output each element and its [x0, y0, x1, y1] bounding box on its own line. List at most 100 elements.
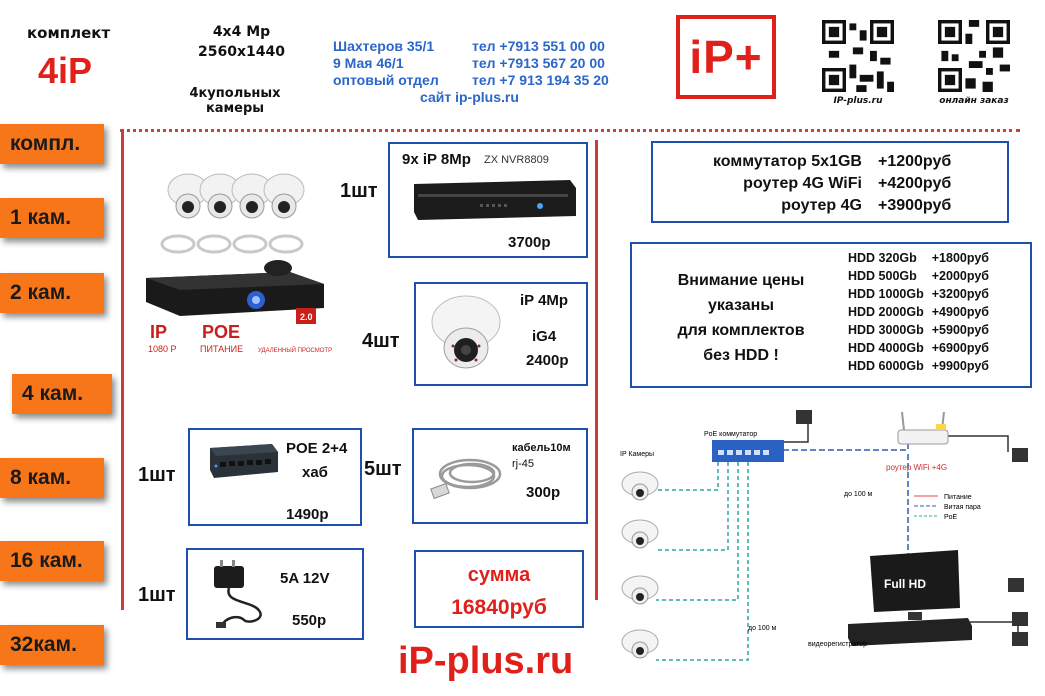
diagram-router — [897, 411, 949, 445]
phone-3[interactable]: тел +7 913 194 35 20 — [472, 72, 609, 88]
extras-price: +4200руб — [877, 175, 952, 192]
phone-1[interactable]: тел +7913 551 00 00 — [472, 38, 605, 54]
extras-name: коммутатор 5x1GB — [713, 153, 862, 170]
hdd-row[interactable]: HDD 4000Gb +6900руб — [844, 339, 993, 357]
address-1: Шахтеров 35/1 — [333, 38, 435, 54]
brand-logo: iP+ — [676, 15, 776, 99]
extras-row[interactable]: роутер 4G WiFi +4200руб — [705, 173, 959, 195]
hdd-price: +5900руб — [931, 323, 989, 337]
header-divider — [120, 129, 1020, 132]
diagram-switch — [712, 440, 784, 462]
legend-twisted-pair: Витая пара — [944, 504, 981, 511]
hdd-price-table: HDD 320Gb+1800руб HDD 500Gb+2000руб HDD … — [844, 249, 993, 375]
camera-type: 4купольных камеры — [188, 86, 282, 116]
network-cable-icon — [430, 458, 502, 500]
camera-price: 2400р — [526, 352, 569, 369]
diagram-router-label: роутер WiFi +4G — [886, 463, 947, 472]
tab-4-cameras[interactable]: 4 кам. — [12, 374, 112, 414]
poe-switch-icon — [210, 444, 278, 478]
kit-name: 4iP — [38, 50, 93, 91]
dome-cameras — [167, 173, 305, 219]
dome-camera-icon — [431, 295, 501, 369]
photo-label-ip: IP — [150, 322, 167, 342]
tab-kit[interactable]: компл. — [0, 124, 104, 164]
photo-label-1080p: 1080 P — [148, 344, 177, 354]
extras-price: +3900руб — [877, 197, 952, 214]
qr-code-icon — [938, 20, 1010, 92]
nvr-model: ZX NVR8809 — [484, 154, 549, 166]
address-wholesale: оптовый отдел — [333, 72, 439, 88]
extras-card: коммутатор 5x1GB+1200руб роутер 4G WiFi +… — [651, 141, 1009, 223]
cable-card[interactable]: кабель10м rj-45 300р — [412, 428, 588, 524]
total-card: сумма 16840руб — [414, 550, 584, 628]
extras-row[interactable]: коммутатор 5x1GB+1200руб — [705, 151, 959, 173]
phone-2[interactable]: тел +7913 567 20 00 — [472, 55, 605, 71]
hdd-size: HDD 320Gb — [848, 251, 917, 265]
camera-type-line-1: 4купольных — [189, 86, 281, 101]
hdd-row[interactable]: HDD 320Gb+1800руб — [844, 249, 993, 267]
diagram-cameras — [621, 471, 659, 659]
cable-subtitle: rj-45 — [512, 458, 535, 470]
kit-photo: IP 1080 P POE ПИТАНИЕ УДАЛЕННЫЙ ПРОСМОТР… — [140, 160, 340, 370]
tab-8-cameras[interactable]: 8 кам. — [0, 458, 104, 498]
cable-quantity: 5шт — [364, 458, 402, 480]
switch-price: 1490р — [286, 506, 329, 523]
nvr-quantity: 1шт — [340, 180, 378, 202]
cable-price: 300р — [526, 484, 561, 501]
nvr-card[interactable]: 9x iP 8Mp ZX NVR8809 3700р — [388, 142, 588, 258]
hdd-row[interactable]: HDD 3000Gb+5900руб — [844, 321, 993, 339]
photo-label-2mp: 2.0 — [300, 312, 313, 322]
legend-power: Питание — [944, 494, 972, 501]
kit-label: комплект — [27, 24, 111, 42]
kit-specs: 4x4 Mp 2560x1440 — [198, 24, 285, 60]
hdd-price: +2000руб — [931, 269, 989, 283]
photo-label-remote: УДАЛЕННЫЙ ПРОСМОТР — [258, 346, 332, 354]
hdd-row[interactable]: HDD 2000Gb+4900руб — [844, 303, 993, 321]
legend-poe: PoE — [944, 514, 958, 521]
qr-caption-order: онлайн заказ — [939, 96, 1009, 106]
diagram-recorder-label: видеорегистратор — [808, 641, 867, 648]
psu-card[interactable]: 5A 12V 550р — [186, 548, 364, 640]
camera-card[interactable]: iP 4Mp iG4 2400р — [414, 282, 588, 386]
psu-title: 5A 12V — [280, 570, 330, 587]
left-divider — [121, 130, 124, 610]
extras-name: роутер 4G WiFi — [743, 175, 862, 192]
site-link[interactable]: сайт ip-plus.ru — [420, 89, 519, 105]
network-diagram: PoE коммутатор роутер WiFi +4G IP Камеры… — [608, 400, 1045, 690]
diagram-monitor: Full HD — [870, 550, 960, 620]
tab-16-cameras[interactable]: 16 кам. — [0, 541, 104, 581]
hdd-row[interactable]: HDD 1000Gb+3200руб — [844, 285, 993, 303]
price-notice: Внимание цены указаны для комплектов без… — [646, 268, 836, 368]
tab-1-camera[interactable]: 1 кам. — [0, 198, 104, 238]
cable-coils — [160, 234, 304, 254]
diagram-legend — [914, 495, 938, 517]
hdd-price: +6900руб — [931, 341, 989, 355]
notice-line: для комплектов — [677, 322, 805, 339]
network-diagram-illustration: PoE коммутатор роутер WiFi +4G IP Камеры… — [620, 410, 1028, 661]
switch-quantity: 1шт — [138, 464, 176, 486]
qr-site[interactable]: IP-plus.ru — [822, 20, 894, 106]
extras-row[interactable]: роутер 4G+3900руб — [705, 195, 959, 217]
nvr-icon — [414, 180, 576, 220]
monitor-text: Full HD — [884, 577, 926, 591]
hdd-size: HDD 1000Gb — [848, 287, 924, 301]
qr-caption-site: IP-plus.ru — [833, 96, 883, 106]
brand-logo-text: iP+ — [689, 31, 763, 83]
hdd-size: HDD 4000Gb — [848, 341, 924, 355]
nvr-device — [146, 260, 324, 324]
switch-subtitle: хаб — [302, 464, 328, 481]
tab-2-cameras[interactable]: 2 кам. — [0, 273, 104, 313]
cable-title: кабель10м — [512, 442, 571, 454]
hdd-card: Внимание цены указаны для комплектов без… — [630, 242, 1032, 388]
qr-order[interactable]: онлайн заказ — [938, 20, 1010, 106]
footer-brand[interactable]: iP-plus.ru — [398, 640, 574, 682]
switch-card[interactable]: POE 2+4 хаб 1490р — [188, 428, 362, 526]
hdd-row[interactable]: HDD 6000Gb+9900руб — [844, 357, 993, 375]
hdd-price: +9900руб — [931, 359, 989, 373]
tab-32-cameras[interactable]: 32кам. — [0, 625, 104, 665]
psu-quantity: 1шт — [138, 584, 176, 606]
diagram-distance-1: до 100 м — [844, 491, 873, 498]
hdd-row[interactable]: HDD 500Gb+2000руб — [844, 267, 993, 285]
notice-line: указаны — [708, 297, 774, 314]
camera-quantity: 4шт — [362, 330, 400, 352]
